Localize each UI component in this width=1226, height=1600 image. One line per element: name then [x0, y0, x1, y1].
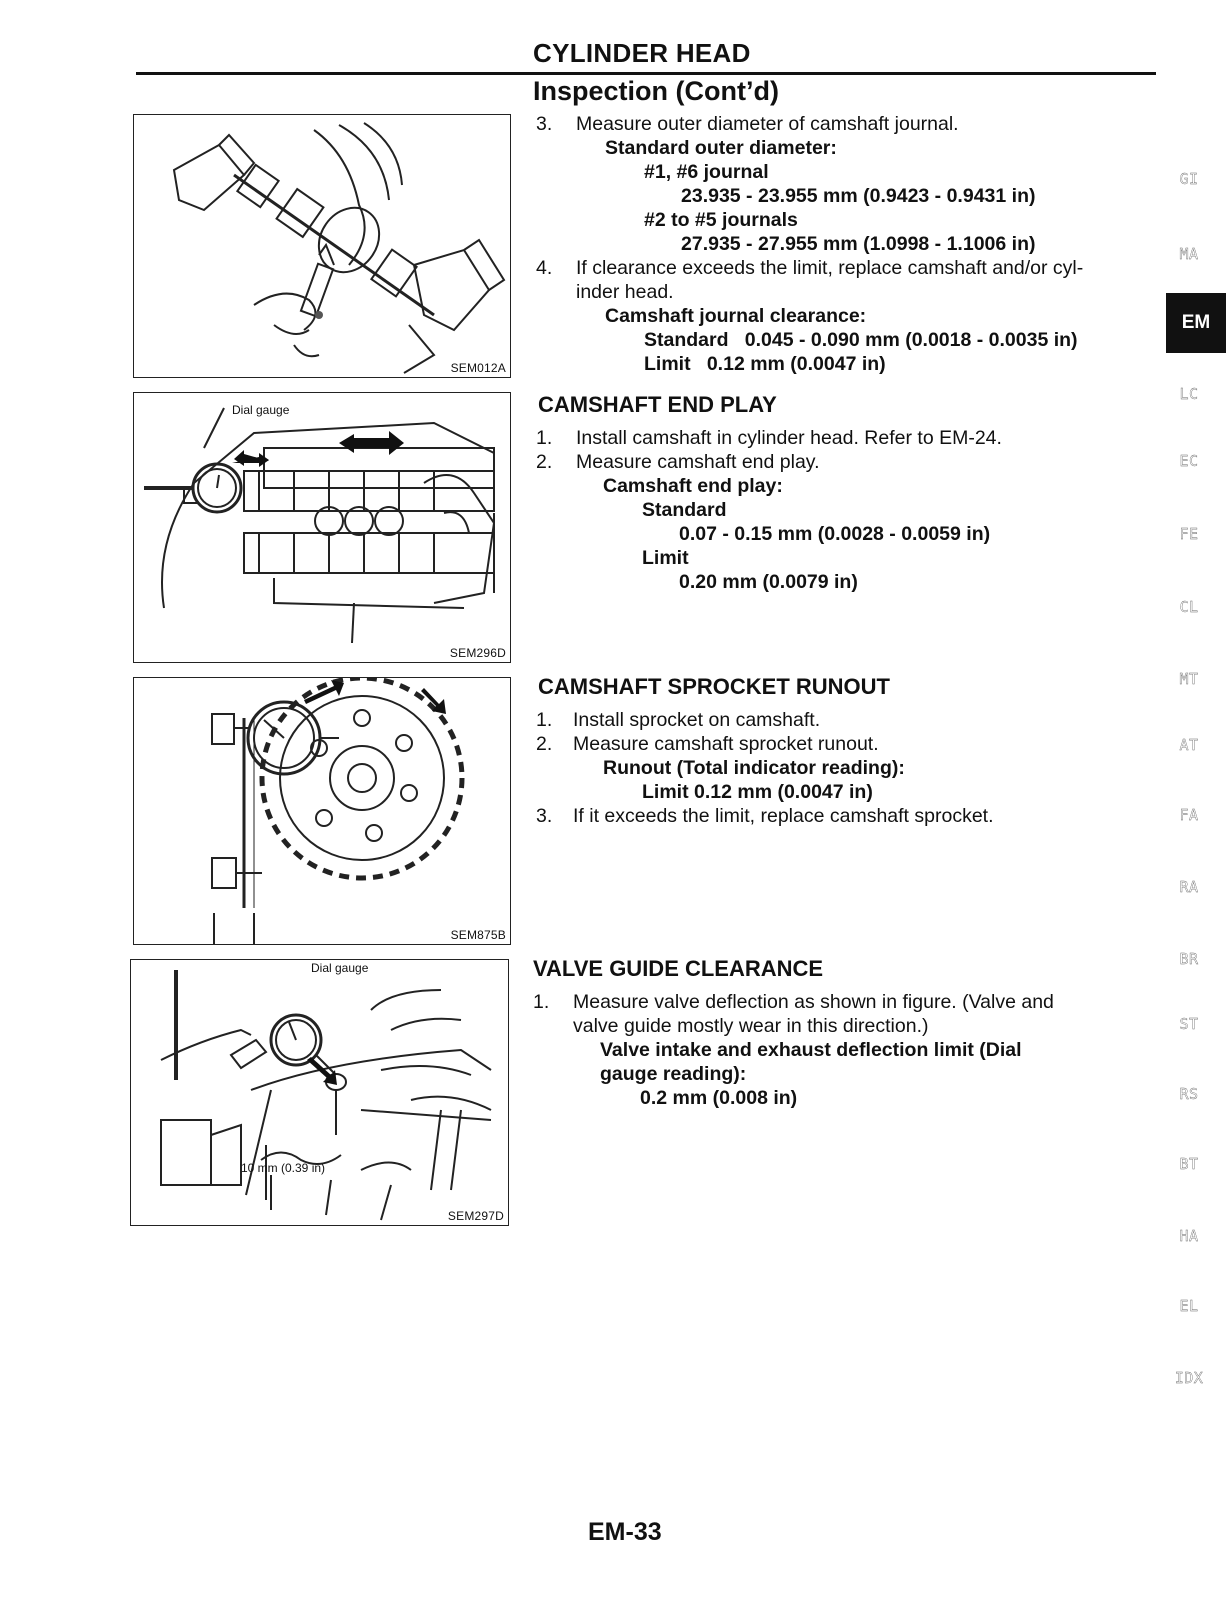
step-text: valve guide mostly wear in this directio…	[573, 1015, 929, 1037]
spec-title: Standard outer diameter:	[605, 137, 837, 159]
step-text: inder head.	[576, 281, 674, 303]
tab-fe[interactable]: FE	[1179, 525, 1199, 543]
tab-mt[interactable]: MT	[1179, 670, 1199, 688]
figure-valve-guide-dial-gauge: Dial gauge 10 mm (0.39 in) SEM297D	[130, 959, 509, 1226]
tab-ec[interactable]: EC	[1179, 452, 1199, 470]
tab-st[interactable]: ST	[1179, 1015, 1199, 1033]
section-tab-index: GI MA EM LC EC FE CL MT AT FA RA BR ST R…	[1148, 0, 1226, 1600]
spec-title: Camshaft journal clearance:	[605, 305, 867, 327]
section-heading: VALVE GUIDE CLEARANCE	[533, 956, 824, 981]
spec-label: Limit	[642, 547, 689, 569]
spec-value: 27.935 - 27.955 mm (1.0998 - 1.1006 in)	[681, 233, 1036, 255]
valve-guide-illustration	[160, 970, 492, 1221]
header-rule	[136, 72, 1156, 75]
step-number: 1.	[536, 427, 553, 449]
step-text: Install sprocket on camshaft.	[573, 709, 821, 731]
sprocket-runout-illustration	[211, 678, 465, 944]
tab-ra[interactable]: RA	[1179, 878, 1199, 896]
spec-title: Valve intake and exhaust deflection limi…	[600, 1039, 1022, 1061]
tab-ha[interactable]: HA	[1179, 1227, 1199, 1245]
step-number: 4.	[536, 257, 553, 279]
spec-value: 23.935 - 23.955 mm (0.9423 - 0.9431 in)	[681, 185, 1036, 207]
figure-camshaft-micrometer: SEM012A	[133, 114, 511, 378]
step-number: 3.	[536, 113, 553, 135]
step-text: Measure valve deflection as shown in fig…	[573, 991, 1054, 1013]
step-number: 2.	[536, 451, 553, 473]
figure-end-play-dial-gauge: Dial gauge SEM296D	[133, 392, 511, 663]
spec-label: #1, #6 journal	[644, 161, 769, 183]
figure-code: SEM297D	[447, 1209, 504, 1223]
tab-fa[interactable]: FA	[1179, 806, 1199, 824]
step-text: Install camshaft in cylinder head. Refer…	[576, 427, 1002, 449]
spec-value: 0.2 mm (0.008 in)	[640, 1087, 798, 1109]
step-number: 1.	[533, 991, 550, 1013]
figure-code: SEM296D	[449, 646, 506, 660]
page-number: EM-33	[588, 1518, 662, 1546]
spec-title: Camshaft end play:	[603, 475, 783, 497]
tab-br[interactable]: BR	[1179, 950, 1199, 968]
figure-label-dial-gauge: Dial gauge	[311, 961, 369, 975]
step-number: 3.	[536, 805, 553, 827]
spec-label: #2 to #5 journals	[644, 209, 798, 231]
spec-title: Runout (Total indicator reading):	[603, 757, 905, 779]
page-subtitle: Inspection (Cont’d)	[533, 76, 779, 106]
section-heading: CAMSHAFT END PLAY	[538, 392, 777, 417]
step-text: Measure outer diameter of camshaft journ…	[576, 113, 959, 135]
figure-code: SEM875B	[450, 928, 506, 942]
step-number: 2.	[536, 733, 553, 755]
spec-value: 0.20 mm (0.0079 in)	[679, 571, 858, 593]
tab-lc[interactable]: LC	[1179, 385, 1199, 403]
figure-dimension-label: 10 mm (0.39 in)	[241, 1161, 326, 1175]
spec-title: gauge reading):	[600, 1063, 747, 1085]
step-text: If clearance exceeds the limit, replace …	[576, 257, 1084, 279]
tab-at[interactable]: AT	[1179, 736, 1199, 754]
figure-code: SEM012A	[450, 361, 506, 375]
tab-el[interactable]: EL	[1179, 1297, 1199, 1315]
tab-cl[interactable]: CL	[1179, 598, 1199, 616]
tab-idx[interactable]: IDX	[1174, 1369, 1204, 1387]
spec-label: Standard	[642, 499, 727, 521]
camshaft-micrometer-illustration	[172, 122, 506, 374]
tab-rs[interactable]: RS	[1179, 1085, 1199, 1103]
figure-label-dial-gauge: Dial gauge	[232, 403, 290, 417]
spec-value: Limit 0.12 mm (0.0047 in)	[644, 353, 886, 375]
page-title: CYLINDER HEAD	[533, 38, 751, 68]
step-text: Measure camshaft sprocket runout.	[573, 733, 879, 755]
figure-sprocket-runout: SEM875B	[133, 677, 511, 945]
step-text: If it exceeds the limit, replace camshaf…	[573, 805, 994, 827]
end-play-illustration	[144, 407, 496, 644]
section-heading: CAMSHAFT SPROCKET RUNOUT	[538, 674, 890, 699]
spec-value: Limit 0.12 mm (0.0047 in)	[642, 781, 873, 803]
tab-ma[interactable]: MA	[1179, 245, 1199, 263]
tab-gi[interactable]: GI	[1179, 170, 1199, 188]
spec-value: Standard 0.045 - 0.090 mm (0.0018 - 0.00…	[644, 329, 1078, 351]
spec-value: 0.07 - 0.15 mm (0.0028 - 0.0059 in)	[679, 523, 991, 545]
tab-bt[interactable]: BT	[1179, 1155, 1199, 1173]
step-text: Measure camshaft end play.	[576, 451, 820, 473]
step-number: 1.	[536, 709, 553, 731]
tab-em[interactable]: EM	[1166, 293, 1226, 353]
